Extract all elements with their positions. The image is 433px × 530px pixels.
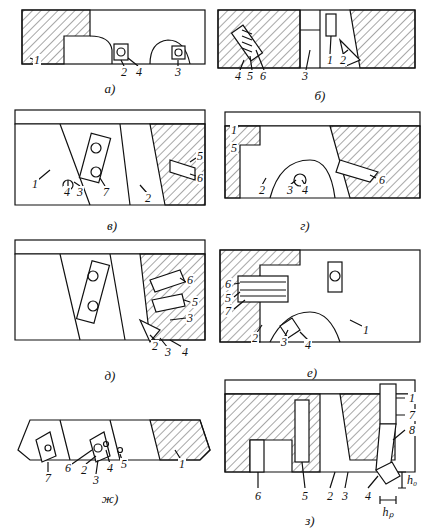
callout-number: 3 xyxy=(92,474,100,486)
subfigure-letter: д) xyxy=(104,369,117,382)
cutter-zh xyxy=(18,420,210,474)
callout-number: 3 xyxy=(164,346,172,358)
cutter-b xyxy=(218,10,415,70)
callout-number: 7 xyxy=(408,409,416,421)
callout-number: 8 xyxy=(408,424,416,436)
callout-number: 3 xyxy=(174,66,182,78)
callout-number: 2 xyxy=(144,192,152,204)
callout-number: 2 xyxy=(151,340,159,352)
callout-number: 3 xyxy=(286,184,294,196)
callout-number: 4 xyxy=(364,490,372,502)
callout-number: 7 xyxy=(44,472,52,484)
callout-number: 5 xyxy=(246,70,254,82)
callout-number: 5 xyxy=(196,150,204,162)
callout-number: 5 xyxy=(230,142,238,154)
callout-number: 4 xyxy=(181,346,189,358)
callout-number: h₀ xyxy=(406,474,418,486)
subfigure-letter: б) xyxy=(314,89,327,102)
callout-number: 6 xyxy=(224,278,232,290)
subfigure-letter: г) xyxy=(299,219,310,232)
callout-number: 1 xyxy=(362,324,370,336)
callout-number: 6 xyxy=(259,70,267,82)
callout-number: 6 xyxy=(254,490,262,502)
callout-number: 2 xyxy=(326,490,334,502)
callout-number: 4 xyxy=(63,186,71,198)
cutter-a xyxy=(22,10,205,66)
callout-number: 2 xyxy=(258,184,266,196)
subfigure-letter: ж) xyxy=(101,492,119,505)
cutter-v xyxy=(15,110,205,205)
callout-number: 1 xyxy=(326,54,334,66)
callout-number: 4 xyxy=(135,66,143,78)
callout-number: 1 xyxy=(33,54,41,66)
subfigure-letter: з) xyxy=(304,514,315,527)
cutter-g xyxy=(225,112,420,198)
subfigure-letter: а) xyxy=(104,82,117,95)
callout-number: 6 xyxy=(196,172,204,184)
callout-number: 1 xyxy=(31,178,39,190)
cutter-z xyxy=(225,380,415,504)
callout-number: 2 xyxy=(339,54,347,66)
callout-number: 2 xyxy=(80,464,88,476)
callout-number: 5 xyxy=(301,490,309,502)
cutter-e xyxy=(220,250,420,342)
callout-number: hₚ xyxy=(382,506,395,518)
callout-number: 7 xyxy=(224,305,232,317)
callout-number: 3 xyxy=(186,312,194,324)
callout-number: 6 xyxy=(64,462,72,474)
cutter-d xyxy=(15,240,205,348)
callout-number: 6 xyxy=(186,274,194,286)
callout-number: 5 xyxy=(120,458,128,470)
callout-number: 4 xyxy=(304,339,312,351)
callout-number: 6 xyxy=(378,174,386,186)
callout-number: 3 xyxy=(280,336,288,348)
callout-number: 4 xyxy=(301,184,309,196)
callout-number: 5 xyxy=(191,296,199,308)
callout-number: 3 xyxy=(301,70,309,82)
subfigure-letter: е) xyxy=(306,366,318,379)
callout-number: 4 xyxy=(106,462,114,474)
callout-number: 7 xyxy=(102,186,110,198)
callout-number: 1 xyxy=(230,124,238,136)
callout-number: 3 xyxy=(76,186,84,198)
subfigure-letter: в) xyxy=(106,219,118,232)
callout-number: 1 xyxy=(178,458,186,470)
callout-number: 3 xyxy=(341,490,349,502)
callout-number: 5 xyxy=(224,292,232,304)
callout-number: 1 xyxy=(408,392,416,404)
callout-number: 4 xyxy=(234,70,242,82)
callout-number: 2 xyxy=(120,66,128,78)
callout-number: 2 xyxy=(251,332,259,344)
